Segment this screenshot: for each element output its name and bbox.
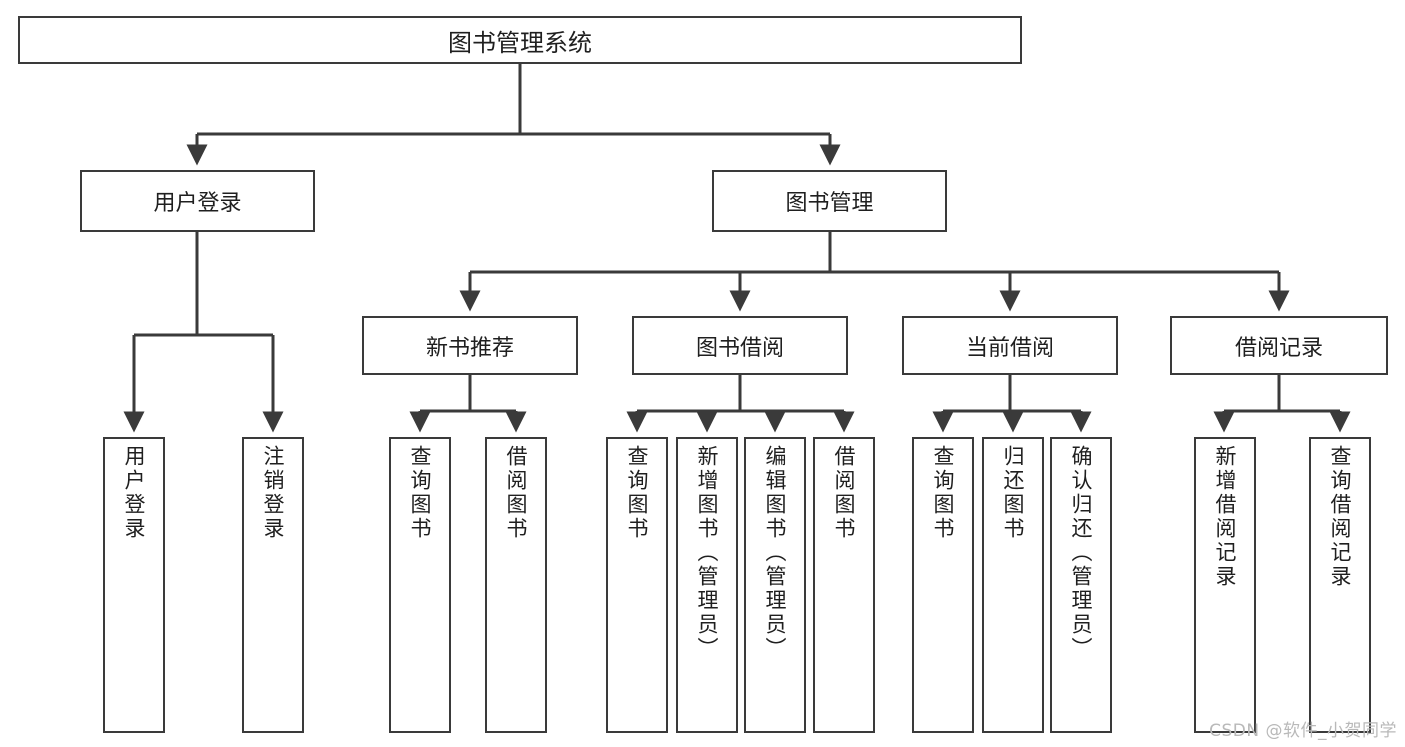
- leaf-user-login-login[interactable]: 用户登录: [103, 437, 165, 733]
- leaf-current-borrow-confirm-return-admin[interactable]: 确认归还（管理员）: [1050, 437, 1112, 733]
- node-label: 当前借阅: [965, 335, 1054, 361]
- node-label: 查询借阅记录: [1328, 445, 1353, 589]
- node-label: 借阅图书: [504, 445, 529, 541]
- node-borrow-record[interactable]: 借阅记录: [1170, 316, 1388, 375]
- node-label: 新增借阅记录: [1213, 445, 1238, 589]
- leaf-new-book-query-book[interactable]: 查询图书: [389, 437, 451, 733]
- node-label: 归还图书: [1001, 445, 1026, 541]
- node-user-login[interactable]: 用户登录: [80, 170, 315, 232]
- leaf-current-borrow-return-book[interactable]: 归还图书: [982, 437, 1044, 733]
- node-label: 注销登录: [261, 445, 286, 541]
- leaf-book-borrow-borrow-book[interactable]: 借阅图书: [813, 437, 875, 733]
- leaf-borrow-record-add-record[interactable]: 新增借阅记录: [1194, 437, 1256, 733]
- leaf-new-book-borrow-book[interactable]: 借阅图书: [485, 437, 547, 733]
- node-current-borrow[interactable]: 当前借阅: [902, 316, 1118, 375]
- node-book-management[interactable]: 图书管理: [712, 170, 947, 232]
- leaf-book-borrow-add-book-admin[interactable]: 新增图书（管理员）: [676, 437, 738, 733]
- node-label: 查询图书: [408, 445, 433, 541]
- node-label: 图书管理系统: [448, 28, 592, 57]
- node-label: 借阅记录: [1234, 335, 1323, 361]
- node-label: 确认归还（管理员）: [1069, 445, 1094, 661]
- node-label: 借阅图书: [832, 445, 857, 541]
- node-label: 用户登录: [153, 191, 242, 216]
- node-label: 用户登录: [122, 445, 147, 541]
- node-label: 查询图书: [625, 445, 650, 541]
- leaf-book-borrow-edit-book-admin[interactable]: 编辑图书（管理员）: [744, 437, 806, 733]
- node-label: 图书借阅: [695, 335, 784, 361]
- node-label: 新书推荐: [425, 335, 514, 361]
- leaf-current-borrow-query-book[interactable]: 查询图书: [912, 437, 974, 733]
- node-new-book-recommend[interactable]: 新书推荐: [362, 316, 578, 375]
- leaf-borrow-record-query-record[interactable]: 查询借阅记录: [1309, 437, 1371, 733]
- node-label: 查询图书: [931, 445, 956, 541]
- node-label: 编辑图书（管理员）: [763, 445, 788, 661]
- leaf-user-login-logout[interactable]: 注销登录: [242, 437, 304, 733]
- watermark-text: CSDN @软件_小贺同学: [1209, 721, 1397, 741]
- node-book-borrow[interactable]: 图书借阅: [632, 316, 848, 375]
- leaf-book-borrow-query-book[interactable]: 查询图书: [606, 437, 668, 733]
- node-root-book-management-system[interactable]: 图书管理系统: [18, 16, 1022, 64]
- node-label: 图书管理: [785, 191, 874, 216]
- node-label: 新增图书（管理员）: [695, 445, 720, 661]
